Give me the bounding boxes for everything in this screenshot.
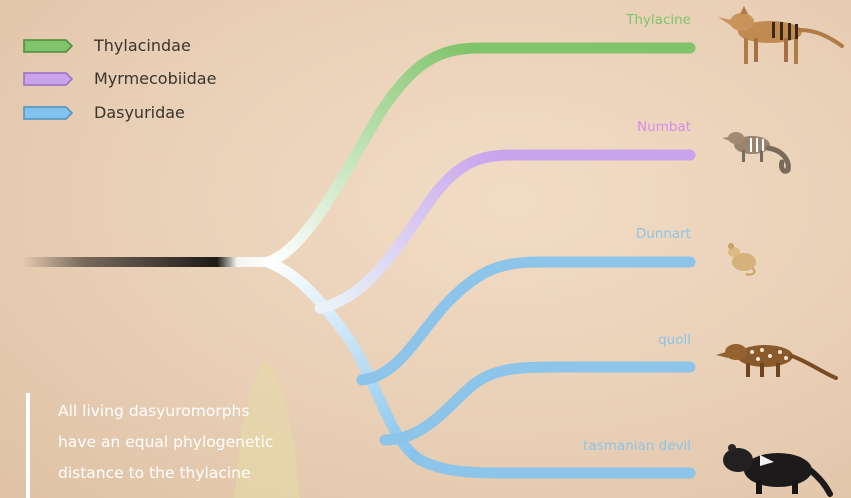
branch-numbat <box>320 155 690 308</box>
dunnart-icon <box>728 243 756 275</box>
legend-label: Myrmecobiidae <box>94 69 216 88</box>
tasmanian-devil-icon <box>723 444 830 494</box>
leaf-label-thylacine: Thylacine <box>626 12 691 28</box>
quoll-icon <box>716 344 836 378</box>
note-line-2: have an equal phylogenetic <box>58 433 273 451</box>
leaf-label-numbat: Numbat <box>637 119 691 135</box>
branch-tasmanian-devil <box>420 460 690 473</box>
thylacine-icon <box>718 6 842 64</box>
note-line-1: All living dasyuromorphs <box>58 402 249 420</box>
branch-quoll <box>385 367 690 440</box>
leaf-label-dunnart: Dunnart <box>636 226 691 242</box>
legend-item-dasyuridae: Dasyuridae <box>24 103 185 122</box>
note-line-3: distance to the thylacine <box>58 464 251 482</box>
note-accent-bar <box>26 393 30 498</box>
legend-label: Dasyuridae <box>94 103 185 122</box>
legend-label: Thylacindae <box>94 36 191 55</box>
leaf-label-tasmanian-devil: tasmanian devil <box>583 438 691 454</box>
leaf-label-quoll: quoll <box>658 332 691 348</box>
legend-item-thylacindae: Thylacindae <box>24 36 191 55</box>
root-branch <box>22 257 272 267</box>
legend-item-myrmecobiidae: Myrmecobiidae <box>24 69 216 88</box>
numbat-icon <box>722 132 788 171</box>
